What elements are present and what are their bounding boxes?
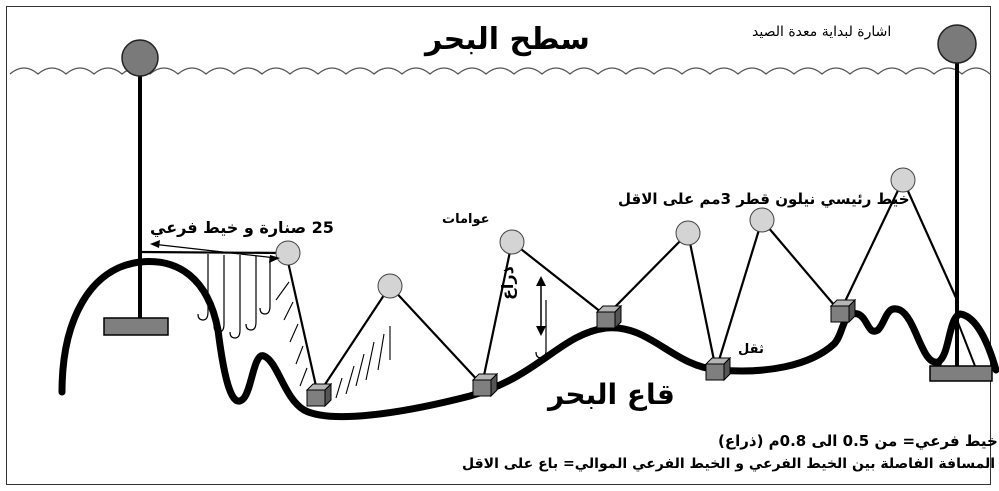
- float: [275, 240, 301, 266]
- sea-bottom-line: [58, 258, 999, 421]
- sea-bottom-label: قاع البحر: [548, 378, 675, 411]
- float: [890, 167, 916, 193]
- main-line-label: خيط رئيسي نيلون قطر 3مم على الاقل: [618, 190, 910, 208]
- weight-block: [471, 372, 499, 398]
- float: [675, 220, 701, 246]
- hooks-arrow-head-left: [150, 240, 160, 248]
- float: [499, 229, 525, 255]
- weight-block: [829, 298, 857, 324]
- float: [749, 207, 775, 233]
- weight-label: ثقل: [738, 342, 764, 357]
- sea-surface-wave: [9, 67, 991, 75]
- left-marker-buoy: [121, 39, 159, 77]
- main-line: [139, 177, 959, 398]
- right-anchor-rope-b: [956, 319, 976, 367]
- start-signal-label: اشارة لبداية معدة الصيد: [752, 24, 892, 40]
- weight-block: [704, 356, 732, 382]
- right-marker-buoy: [937, 24, 977, 64]
- weight-block: [595, 304, 623, 330]
- right-anchor-rope-a: [939, 319, 958, 367]
- hooks-label: 25 صنارة و خيط فرعي: [150, 218, 334, 237]
- hooks-arrow: [151, 243, 277, 259]
- branch-lines-with-hooks: [197, 254, 271, 339]
- hooks-arrow-head-right: [269, 255, 280, 263]
- weight-block: [305, 382, 333, 408]
- arm-length-label: ذراع: [498, 266, 517, 300]
- branch-line-hatching: [275, 281, 391, 399]
- float: [377, 273, 403, 299]
- arm-arrow-head-top: [536, 276, 546, 286]
- left-anchor-weight: [103, 317, 169, 336]
- floats-label: عوامات: [442, 212, 490, 227]
- right-anchor-weight: [929, 365, 993, 382]
- arm-arrow-head-bottom: [536, 326, 546, 336]
- distance-note: المسافة الفاصلة بين الخيط الفرعي و الخيط…: [462, 456, 996, 472]
- branch-line-note: خيط فرعي= من 0.5 الى 0.8م (ذراع): [718, 432, 998, 450]
- sea-surface-label: سطح البحر: [425, 22, 590, 57]
- arm-branch-line: [535, 300, 547, 359]
